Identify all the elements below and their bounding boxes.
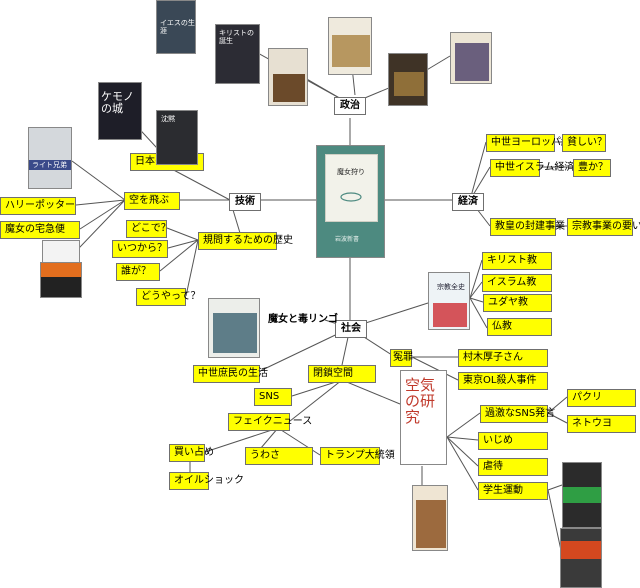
connector	[75, 199, 126, 206]
node-pakuri[interactable]: パクリ	[567, 389, 636, 407]
connector	[411, 356, 459, 381]
connector	[547, 489, 563, 556]
connector	[446, 436, 479, 441]
connector	[185, 239, 199, 297]
connector	[469, 141, 487, 201]
connector	[547, 412, 568, 424]
book-cover-history	[412, 485, 448, 551]
book-cover-witch	[40, 262, 82, 298]
node-muraki[interactable]: 村木厚子さん	[458, 349, 548, 367]
node-religion-christianity[interactable]: キリスト教	[482, 252, 552, 270]
node-rumor[interactable]: うわさ	[245, 447, 313, 465]
book-cover-kemono: ケモノの城	[98, 82, 142, 140]
connector	[446, 436, 479, 467]
hub-technology[interactable]: 技術	[229, 193, 261, 211]
node-poor[interactable]: 貧しい？	[562, 134, 607, 152]
connector	[166, 227, 199, 241]
node-rich[interactable]: 豊か？	[573, 159, 611, 177]
node-extreme-sns[interactable]: 過激なSNS発言	[480, 405, 555, 423]
book-cover-christ: キリストの誕生	[215, 24, 260, 84]
node-abuse[interactable]: 虐待	[478, 458, 548, 476]
book-emblem-icon	[340, 192, 362, 202]
hub-economy[interactable]: 経済	[452, 193, 484, 211]
node-religion-judaism[interactable]: ユダヤ教	[483, 294, 552, 312]
node-trump[interactable]: トランプ大統領	[320, 447, 395, 465]
node-fly-in-sky[interactable]: 空を飛ぶ	[124, 192, 180, 210]
connector	[469, 297, 488, 329]
book-cover-kuuki: 空気の研究	[400, 370, 447, 465]
node-church[interactable]: 教皇の封建事業	[490, 218, 565, 236]
node-medieval-life[interactable]: 中世庶民の生活	[193, 365, 268, 383]
connector	[159, 239, 199, 272]
book-cover-rome	[328, 17, 372, 75]
connector	[341, 379, 401, 405]
node-religion-war[interactable]: 宗教事業の要い	[567, 218, 640, 236]
node-where[interactable]: どこで？	[126, 220, 171, 238]
book-cover-crusade	[388, 53, 428, 106]
node-medieval-europe-economy[interactable]: 中世ヨーロッパ経済	[486, 134, 581, 152]
node-sns[interactable]: SNS	[254, 388, 292, 406]
label-witch-apple: 魔女と毒リンゴ	[268, 314, 338, 325]
center-book-cover: 魔女狩り 岩波新書	[316, 145, 385, 258]
book-cover-chinmoku: 沈黙	[156, 110, 198, 165]
node-student-movement[interactable]: 学生運動	[478, 482, 548, 500]
book-cover-asama	[562, 462, 602, 528]
connector	[547, 396, 568, 414]
connector	[446, 412, 481, 438]
node-tokyo-ol[interactable]: 東京OL殺人事件	[458, 372, 548, 390]
connector	[79, 199, 126, 230]
book-cover-shukyo: 宗教全史	[428, 272, 470, 330]
node-who[interactable]: 誰が？	[116, 263, 160, 281]
connector	[277, 427, 321, 456]
connector	[446, 436, 479, 491]
center-book-publisher: 岩波新書	[335, 236, 360, 243]
connector	[469, 297, 484, 303]
node-netouyo[interactable]: ネトウヨ	[567, 415, 636, 433]
node-closed-space[interactable]: 閉鎖空間	[308, 365, 376, 383]
connector	[469, 259, 483, 299]
connector	[167, 166, 231, 201]
book-cover-medieval	[268, 48, 308, 106]
node-religion-islam[interactable]: イスラム教	[482, 274, 552, 292]
hub-society[interactable]: 社会	[335, 320, 367, 338]
node-oil-shock[interactable]: オイルショック	[169, 472, 244, 490]
book-cover-wright: ライト兄弟	[28, 127, 72, 189]
connector	[289, 379, 343, 422]
hub-politics[interactable]: 政治	[334, 97, 366, 115]
node-fake-news[interactable]: フェイクニュース	[228, 413, 312, 431]
center-book-title: 魔女狩り	[337, 168, 365, 176]
node-from-when[interactable]: いつから？	[112, 240, 168, 258]
node-ritual-history[interactable]: 規問するための歴史	[198, 232, 293, 250]
book-cover-jesus: イエスの生涯	[156, 0, 196, 54]
book-cover-apple	[208, 298, 260, 358]
node-bullying[interactable]: いじめ	[478, 432, 548, 450]
connector	[547, 484, 563, 491]
connector	[469, 281, 483, 299]
connector	[204, 427, 279, 453]
book-cover-toudai	[560, 528, 602, 588]
node-how[interactable]: どうやって？	[136, 288, 201, 306]
node-false-accusation[interactable]: 冤罪	[390, 349, 413, 367]
node-witch-delivery[interactable]: 魔女の宅急便	[0, 221, 80, 239]
node-harry-potter[interactable]: ハリーポッター	[0, 197, 76, 215]
node-islam-economy[interactable]: 中世イスラム経済	[490, 159, 574, 177]
connector	[167, 239, 199, 249]
book-cover-crusader	[450, 32, 492, 84]
connector	[71, 160, 126, 201]
node-religion-buddhism[interactable]: 仏教	[487, 318, 552, 336]
node-hoarding[interactable]: 買い占め	[169, 444, 214, 462]
